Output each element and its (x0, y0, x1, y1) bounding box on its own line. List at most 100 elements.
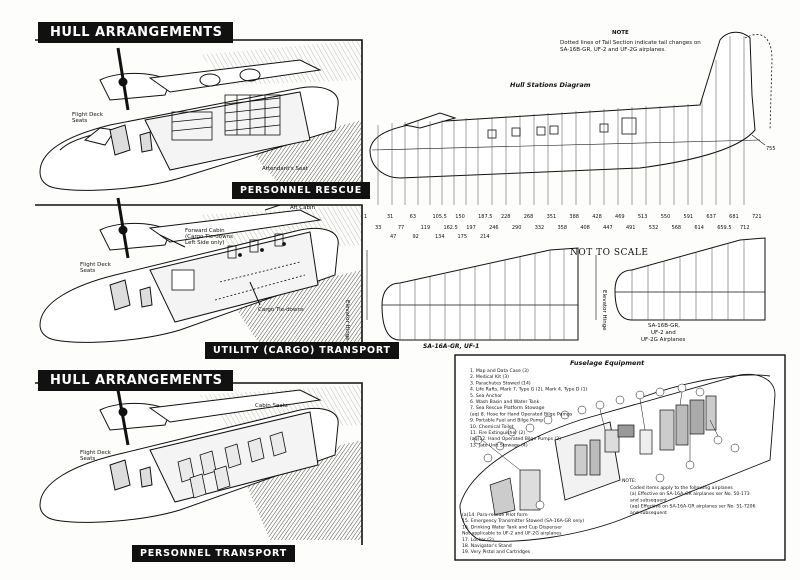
tail-note-text: Dotted lines of Tail Section indicate ta… (560, 40, 701, 53)
station-number: 491 (626, 225, 636, 231)
station-number: 591 (684, 214, 694, 220)
equipment-item: 9. Portable Fuel and Bilge Pump (470, 418, 543, 424)
station-number: 358 (558, 225, 568, 231)
station-number: 187.5 (478, 214, 492, 220)
equipment-item: 5. Sea Anchor (470, 393, 502, 399)
station-number: 33 (375, 225, 381, 231)
elevator-hinge-right: Elevator Hinge (601, 290, 607, 331)
fuselage-equipment-title: Fuselage Equipment (570, 359, 645, 367)
station-number: 1 (364, 214, 367, 220)
tailplane-right-caption-3: UF-2G Airplanes (641, 337, 686, 343)
station-number: 681 (729, 214, 739, 220)
station-number: 637 (706, 214, 716, 220)
station-number: 214 (480, 234, 490, 240)
station-number: 332 (535, 225, 545, 231)
tailplane-left-sa16a (381, 247, 579, 341)
equipment-note-line: (aq) Effective on SA-16A-GR airplanes se… (630, 504, 756, 510)
station-number: 77 (398, 225, 404, 231)
hull-arrangements-banner-mid: HULL ARRANGEMENTS (38, 370, 233, 391)
tailplane-right-caption-1: SA-16B-GR, (648, 323, 681, 329)
station-number: 614 (694, 225, 704, 231)
station-number: 105.5 (432, 214, 446, 220)
station-number: 408 (580, 225, 590, 231)
station-number: 532 (649, 225, 659, 231)
station-number: 197 (466, 225, 476, 231)
station-number: 568 (672, 225, 682, 231)
station-number: 447 (603, 225, 613, 231)
station-number: 513 (638, 214, 648, 220)
tailplane-right-caption-2: UF-2 and (651, 330, 676, 336)
equipment-item: 17. Locker (2) (462, 537, 494, 543)
station-number: 550 (661, 214, 671, 220)
equipment-note-line: (a) Effective on SA-16A-GR airplanes ser… (630, 491, 750, 497)
equipment-item: 19. Very Pistol and Cartridges (462, 549, 531, 555)
station-numbers-top-row: 1 31 63 105.5 150 187.5 228 268 351 388 428 469 513 5… (364, 214, 762, 220)
rescue-aircraft-drawing (39, 40, 362, 191)
tailplane-left-caption: SA-16A-GR, UF-1 (423, 343, 480, 350)
equipment-item: 16. Drinking Water Tank and Cup Dispense… (462, 524, 562, 530)
equipment-note: NOTE:Coded items apply to the following … (622, 478, 756, 516)
rescue-flight-deck-label: Flight Deck Seats (72, 112, 103, 124)
station-number: 228 (501, 214, 511, 220)
cargo-aft-cabin-label: Aft Cabin (290, 205, 316, 211)
cargo-tiedowns-label: Cargo Tie-downs (258, 307, 304, 313)
equipment-item: (aq) 8. Hose for Hand Operated Bilge Pum… (470, 411, 573, 417)
not-to-scale-label: NOT TO SCALE (570, 248, 649, 258)
station-number: 47 (390, 234, 396, 240)
equipment-item: (aq)12. Hand Operated Bilge Pumps (2) (470, 436, 561, 442)
station-number: 119 (421, 225, 431, 231)
personnel-transport-banner: PERSONNEL TRANSPORT (132, 545, 295, 562)
station-end-label: 755 (766, 146, 776, 152)
cargo-forward-cabin-label: Forward Cabin (Cargo Tie-downs Left Side… (185, 228, 233, 246)
personnel-rescue-banner: PERSONNEL RESCUE (232, 182, 371, 199)
station-number: 268 (524, 214, 534, 220)
tailplane-right-sa16b (614, 237, 766, 321)
equipment-item: 7. Sea Rescue Platform Stowage (470, 405, 545, 411)
station-number: 246 (489, 225, 499, 231)
station-number: 31 (387, 214, 393, 220)
equipment-item: 18. Navigator's Stand (462, 543, 512, 549)
transport-aircraft-drawing (39, 385, 362, 540)
equipment-item: 10. Chemical Toilet (470, 424, 514, 430)
station-number: 150 (455, 214, 465, 220)
equipment-item: 1. Map and Data Case (3) (470, 368, 529, 374)
equipment-item: 6. Wash Basin and Water Tank (470, 399, 540, 405)
hull-arrangements-banner-top: HULL ARRANGEMENTS (38, 22, 233, 43)
equipment-item: 13. Jato Unit Stowage (4) (470, 442, 528, 448)
station-number: 428 (592, 214, 602, 220)
equipment-item: Not applicable to UF-2 and UF-2G airplan… (462, 531, 562, 537)
equipment-item: 4. Life Rafts, Mark 7, Type G (2), Mark … (470, 387, 588, 393)
cargo-aircraft-drawing (39, 197, 362, 345)
station-number: 721 (752, 214, 762, 220)
station-number: 290 (512, 225, 522, 231)
equipment-item: 2. Medical Kit (3) (470, 374, 509, 380)
station-number: 134 (435, 234, 445, 240)
transport-flight-deck-label: Flight Deck Seats (80, 450, 111, 462)
equipment-note-line: Coded items apply to the following airpl… (630, 485, 733, 491)
equipment-cutaway-drawing (459, 373, 776, 542)
station-number: 659.5 (717, 225, 731, 231)
station-numbers-bottom-row: 33 77 119 162.5 197 246 290 332 358 408 447 491 532 5… (375, 225, 750, 231)
transport-cabin-seats-label: Cabin Seats (255, 403, 288, 409)
station-number: 469 (615, 214, 625, 220)
station-number: 712 (740, 225, 750, 231)
equipment-note-line: and subsequent (630, 497, 667, 503)
equipment-item: 3. Parachutes Stowed (14) (470, 380, 531, 386)
station-number: 92 (413, 234, 419, 240)
equipment-note-line: and subsequent (630, 510, 667, 516)
hull-stations-side-view (369, 31, 773, 205)
hull-stations-title: Hull Stations Diagram (510, 81, 591, 89)
rescue-attendant-label: Attendant's Seat (262, 166, 308, 172)
utility-transport-banner: UTILITY (CARGO) TRANSPORT (205, 342, 399, 359)
station-number: 388 (569, 214, 579, 220)
station-number: 63 (410, 214, 416, 220)
elevator-hinge-left: Elevator Hinge (344, 300, 350, 341)
equipment-item: (a)14. Para-rescue Pilot form (462, 512, 528, 518)
station-number: 162.5 (443, 225, 457, 231)
station-number: 351 (547, 214, 557, 220)
equipment-item: 15. Emergency Transmitter Stowed (SA-16A… (462, 518, 584, 524)
